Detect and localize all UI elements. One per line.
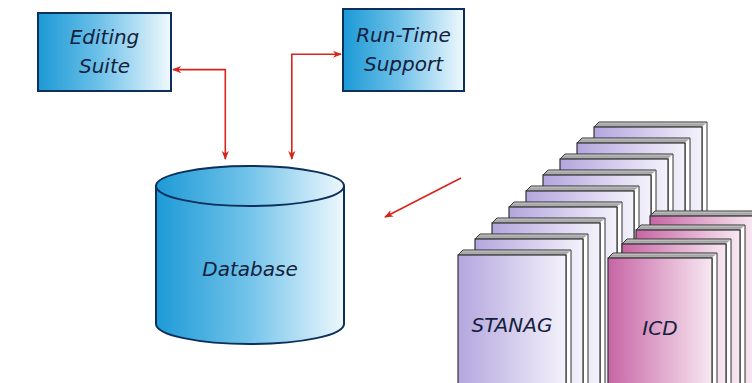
document-label: ICD [608, 314, 712, 343]
cylinder-outline [155, 165, 345, 345]
process-box: Editing Suite [37, 12, 172, 92]
document-pages [605, 215, 752, 383]
process-box: Run-Time Support [342, 8, 465, 92]
flow-arrow [173, 70, 225, 159]
document-stack: ICD [605, 215, 752, 383]
node-label: Run-Time Support [356, 21, 451, 79]
database-cylinder: Database [155, 165, 345, 345]
node-label: Database [155, 255, 345, 284]
flow-arrow [292, 54, 341, 159]
document-label: STANAG [458, 311, 566, 340]
node-label: Editing Suite [57, 23, 152, 81]
flow-arrow [385, 178, 461, 217]
